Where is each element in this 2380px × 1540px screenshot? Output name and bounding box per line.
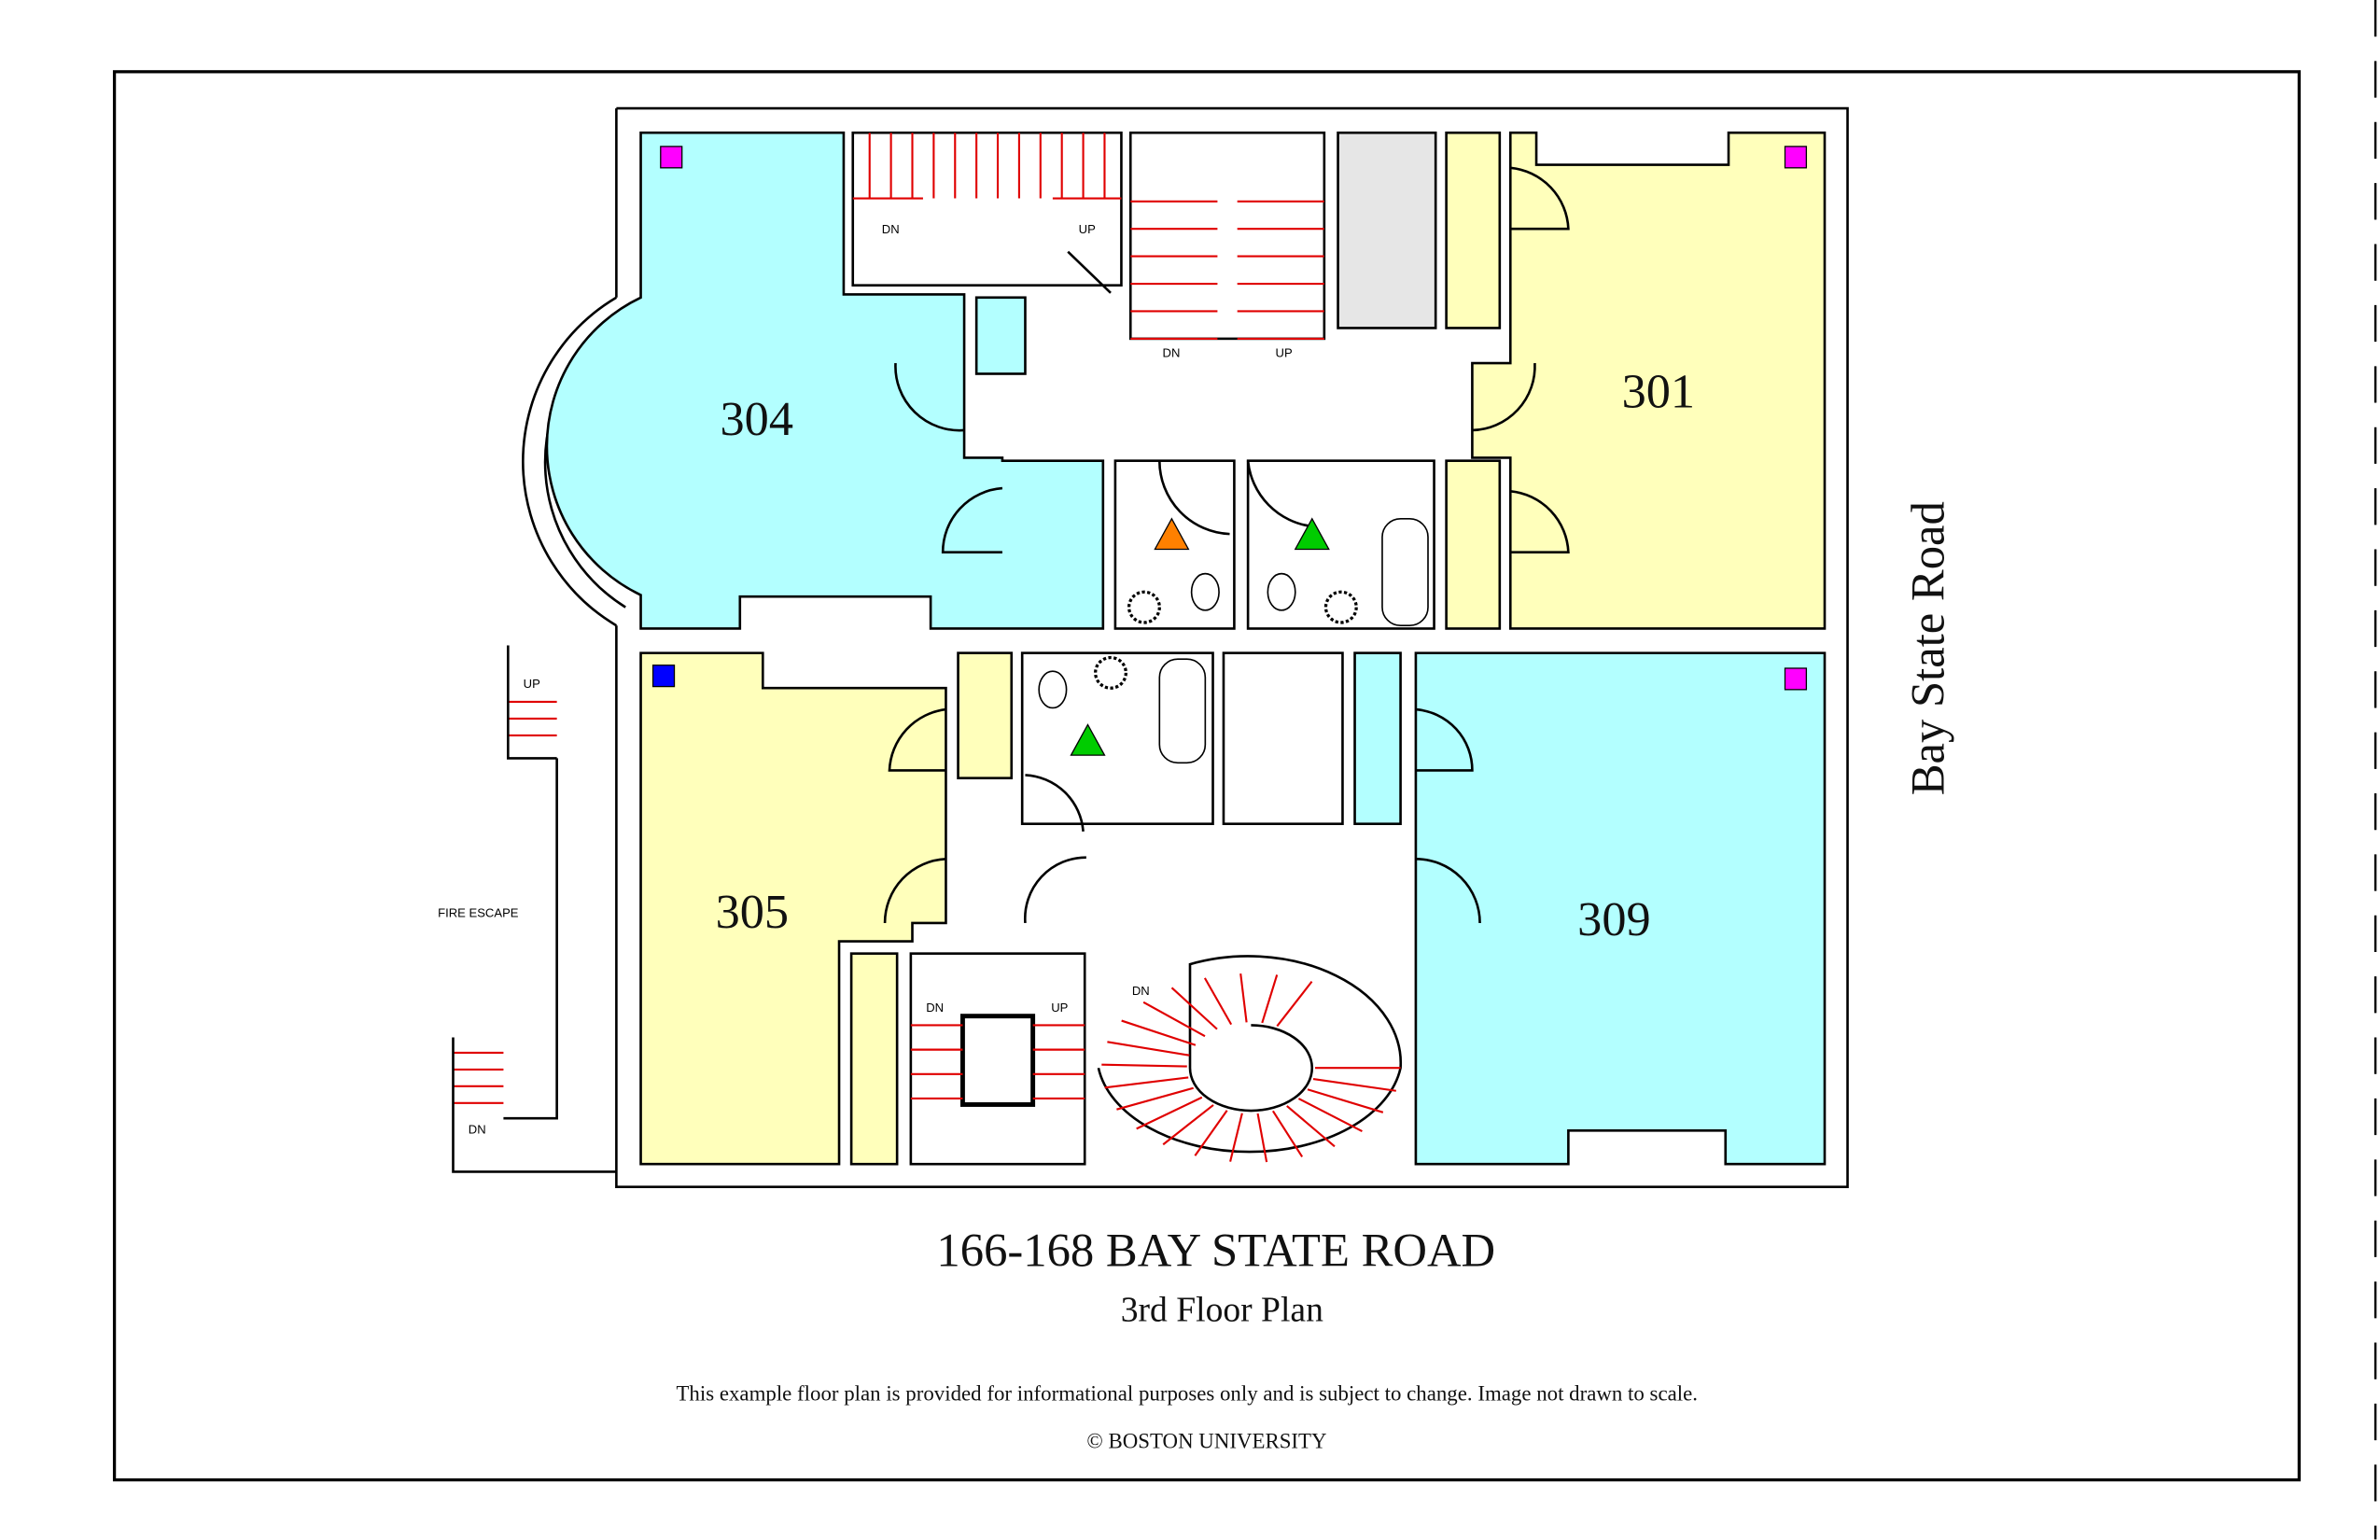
bathtub [1158,658,1207,764]
toilet [1267,572,1296,611]
stair-label-up: UP [1079,222,1096,236]
stair-label-dn: DN [926,1001,944,1015]
stair-tread [1229,1113,1243,1162]
closet-305-strip [849,952,899,1166]
room-301[interactable] [1471,131,1827,630]
stair-tread [1170,987,1218,1030]
stair-tread [1297,1098,1363,1132]
green-triangle-marker [1070,723,1106,756]
closet-305 [957,651,1014,779]
green-triangle-marker [1294,517,1330,551]
stair-label-dn: DN [469,1123,486,1137]
fire-escape [452,645,617,1173]
stair-tread [1142,1001,1206,1038]
street-label: Bay State Road [1902,501,1954,795]
room-number-301: 301 [1622,364,1695,418]
closet-304 [974,296,1027,375]
storage-closet [1337,131,1437,329]
stair-tread [1107,1041,1190,1057]
stair-label-up: UP [524,677,540,691]
stair-hall-top-left [851,131,1123,287]
stair-tread [1116,1086,1194,1111]
fixtures [1038,517,1429,764]
doors [883,166,1570,924]
bathtub [1381,517,1429,627]
plan-title: 166-168 BAY STATE ROAD [936,1225,1495,1277]
stair-tread [1286,1105,1336,1148]
utility-room [1222,651,1344,826]
stair-tread [1307,1088,1384,1113]
magenta-marker [660,146,683,169]
stair-label-dn: DN [1132,984,1150,998]
room-304[interactable] [545,131,1105,630]
stair-well [959,1014,1036,1107]
magenta-marker [1784,146,1808,169]
stair-label-dn: DN [882,222,900,236]
stair-bottom-left [909,952,1086,1166]
stair-label-dn: DN [1163,346,1181,360]
magenta-marker [1784,667,1808,691]
closet-301-a [1445,131,1502,329]
blue-marker [651,665,676,688]
floor-plan: 304 301 305 309 DN UP DN UP DN UP DN UP … [438,106,1849,1189]
room-number-304: 304 [721,392,793,446]
stair-tread [1136,1096,1203,1130]
stair-label-up: UP [1276,346,1293,360]
stair-treads [453,133,1401,1163]
room-309[interactable] [1414,651,1827,1166]
stair-tread [1121,1019,1197,1046]
stair-tread [1162,1104,1214,1146]
toilet [1190,572,1220,611]
stair-tread [1194,1110,1228,1156]
stair-tread [1276,981,1313,1028]
stair-hall-top-center [1128,131,1326,341]
stair-tread [1271,1110,1304,1158]
stair-label-up: UP [1051,1001,1068,1015]
fire-escape-label: FIRE ESCAPE [438,905,519,919]
sink [1127,590,1161,624]
stair-tread [1261,974,1279,1024]
orange-triangle-marker [1154,517,1190,551]
spiral-stair [1097,955,1403,1154]
disclaimer: This example floor plan is provided for … [676,1382,1698,1406]
room-number-305: 305 [716,885,789,939]
plan-subtitle: 3rd Floor Plan [1121,1292,1323,1330]
bathroom-c [1020,651,1214,826]
page-border [112,70,2301,1482]
copyright: © BOSTON UNIVERSITY [1086,1429,1326,1452]
stair-tread [1203,977,1233,1026]
room-305[interactable] [639,651,947,1166]
bathroom-a [1113,459,1236,630]
stair-tread [1256,1113,1268,1163]
bathroom-b [1246,459,1435,630]
room-number-309: 309 [1577,892,1650,946]
sink [1323,590,1358,624]
closet-309 [1353,651,1402,826]
stair-tread [1104,1076,1189,1089]
stair-tread [1101,1063,1187,1068]
building-outline [615,106,1849,1189]
sink [1094,655,1127,690]
closet-301-b [1445,459,1502,630]
stair-tread [1312,1078,1396,1092]
stair-tread [1239,973,1248,1023]
toilet [1038,670,1068,709]
